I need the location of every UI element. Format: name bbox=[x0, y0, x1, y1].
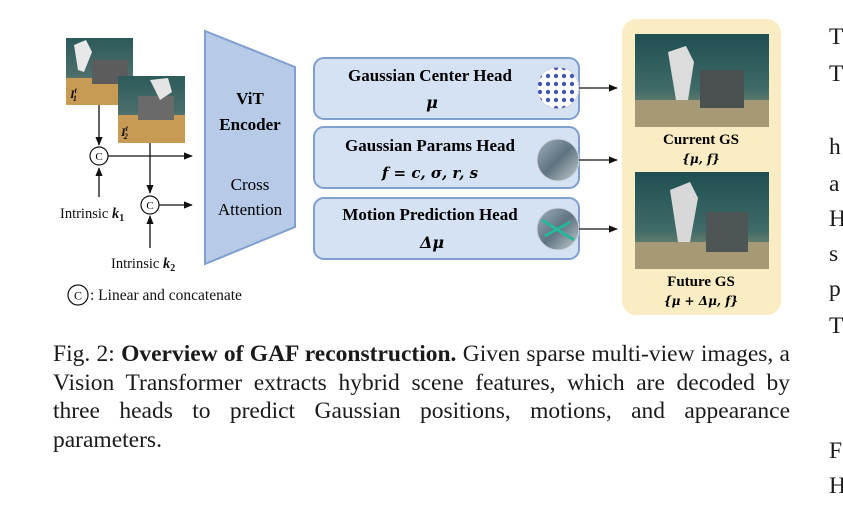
svg-text:Gaussian Center Head: Gaussian Center Head bbox=[348, 66, 513, 85]
caption-bold-title: Overview of GAF reconstruction. bbox=[121, 341, 457, 367]
svg-text:C: C bbox=[74, 289, 82, 303]
motion-prediction-head: Motion Prediction Head Δμ bbox=[313, 197, 580, 260]
svg-text:Current GS: Current GS bbox=[663, 132, 739, 148]
right-column-glyph: p bbox=[829, 276, 841, 302]
intrinsic-1-label: Intrinsic k1 bbox=[60, 206, 124, 224]
caption-line3: scene features, which are decoded by thr… bbox=[53, 369, 790, 425]
svg-text:Δμ: Δμ bbox=[419, 233, 444, 252]
intrinsic-2-label: Intrinsic k2 bbox=[111, 256, 175, 274]
concat-node-1: C bbox=[89, 146, 109, 166]
right-column-glyph: T bbox=[829, 24, 843, 50]
caption-line1: Given sparse bbox=[462, 341, 586, 367]
svg-text:It2: It2 bbox=[120, 124, 129, 141]
figure-caption: Fig. 2: Overview of GAF reconstruction. … bbox=[53, 340, 790, 454]
right-column-glyph: h bbox=[829, 134, 841, 160]
gaussian-params-icon bbox=[536, 138, 580, 182]
svg-text:f = c, σ, r, s: f = c, σ, r, s bbox=[381, 164, 479, 182]
current-gs-render bbox=[635, 34, 769, 127]
svg-text:C: C bbox=[95, 151, 102, 163]
right-column-glyph: a bbox=[829, 171, 840, 197]
caption-line2: multi-view images, a Vision Transformer … bbox=[53, 341, 790, 396]
concat-node-2: C bbox=[140, 195, 160, 215]
right-column-glyph: F bbox=[829, 438, 843, 464]
right-column-glyph: T bbox=[829, 313, 843, 339]
svg-text:: Linear and concatenate: : Linear and concatenate bbox=[90, 287, 242, 304]
svg-text:Motion Prediction Head: Motion Prediction Head bbox=[342, 205, 518, 224]
input-connectors bbox=[95, 105, 193, 248]
gaussian-center-head: Gaussian Center Head μ bbox=[313, 57, 580, 120]
svg-text:{μ, f}: {μ, f} bbox=[682, 152, 720, 166]
right-column-glyph: H bbox=[829, 473, 843, 499]
head-output-arrows bbox=[579, 84, 618, 233]
svg-text:C: C bbox=[146, 200, 153, 212]
caption-label: Fig. 2: bbox=[53, 341, 115, 367]
svg-text:It1: It1 bbox=[69, 86, 78, 103]
future-gs-render bbox=[635, 172, 769, 269]
vit-encoder: ViT Encoder Cross Attention bbox=[204, 29, 296, 266]
svg-text:Future GS: Future GS bbox=[667, 274, 735, 290]
svg-text:μ: μ bbox=[426, 93, 438, 112]
svg-text:{μ + Δμ, f}: {μ + Δμ, f} bbox=[664, 294, 738, 308]
svg-text:Encoder: Encoder bbox=[219, 115, 281, 134]
right-column-glyph: s bbox=[829, 241, 839, 267]
svg-text:Cross: Cross bbox=[231, 175, 270, 194]
svg-text:Gaussian Params Head: Gaussian Params Head bbox=[345, 136, 516, 155]
right-column-glyph: T bbox=[829, 61, 843, 87]
caption-line4: Gaussian positions, motions, and appeara… bbox=[53, 398, 791, 453]
legend: C : Linear and concatenate bbox=[67, 284, 242, 306]
right-column-glyph: H bbox=[829, 206, 843, 232]
svg-text:ViT: ViT bbox=[236, 89, 264, 108]
gaussian-points-icon bbox=[536, 66, 580, 110]
output-panel: Current GS {μ, f} Future GS {μ + Δμ, f} bbox=[622, 19, 781, 315]
gaussian-params-head: Gaussian Params Head f = c, σ, r, s bbox=[313, 126, 580, 189]
svg-text:Attention: Attention bbox=[218, 200, 283, 219]
